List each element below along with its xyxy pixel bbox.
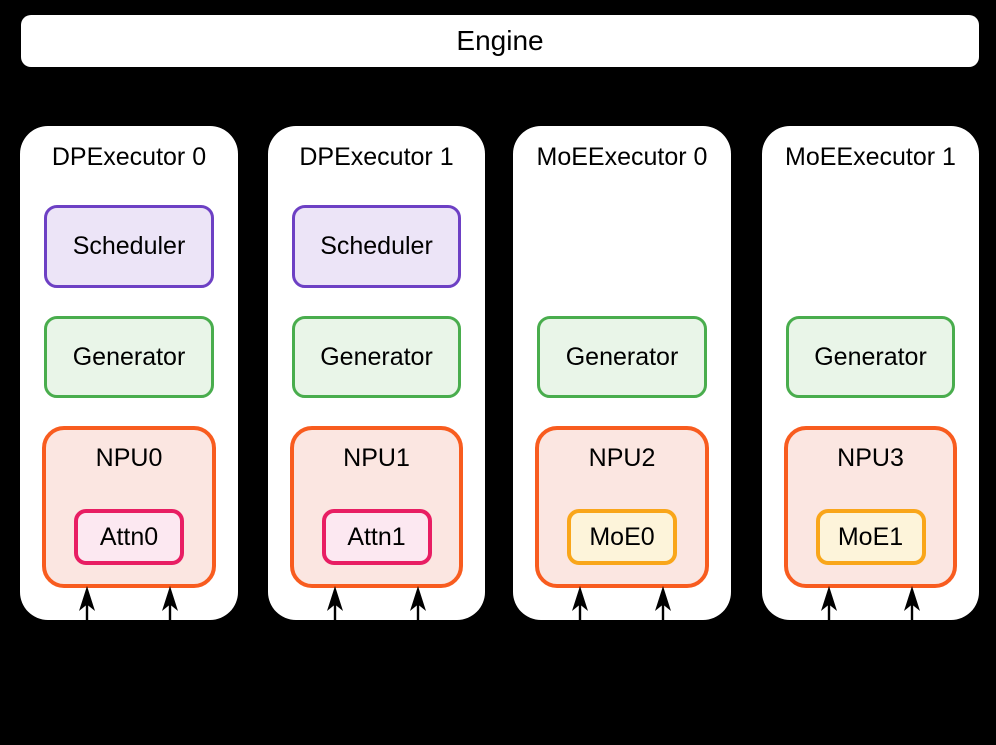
- npu-box: NPU3 MoE1: [784, 426, 957, 588]
- npu-label: NPU3: [837, 444, 904, 472]
- npu-label: NPU1: [343, 444, 410, 472]
- generator-box: Generator: [786, 316, 955, 398]
- scheduler-label: Scheduler: [320, 232, 433, 260]
- attn-box: Attn0: [74, 509, 184, 565]
- executor-panel-moe0: MoEExecutor 0 Generator NPU2 MoE0: [513, 126, 731, 621]
- scheduler-box: Scheduler: [44, 205, 214, 288]
- up-arrow-icon: [162, 586, 178, 621]
- moe-box: MoE0: [567, 509, 677, 565]
- generator-box: Generator: [537, 316, 707, 398]
- generator-box: Generator: [44, 316, 214, 398]
- attn-label: Attn1: [347, 522, 406, 551]
- up-arrow-icon: [655, 586, 671, 621]
- generator-box: Generator: [292, 316, 461, 398]
- executor-panel-dp0: DPExecutor 0 Scheduler Generator NPU0 At…: [20, 126, 238, 621]
- executor-panel-moe1: MoEExecutor 1 Generator NPU3 MoE1: [762, 126, 979, 621]
- attn-box: Attn1: [321, 509, 432, 565]
- executor-title: DPExecutor 0: [51, 143, 207, 171]
- executor-title: MoEExecutor 0: [536, 143, 708, 171]
- up-arrow-icon: [572, 586, 588, 621]
- up-arrow-icon: [327, 586, 343, 621]
- scheduler-box: Scheduler: [292, 205, 461, 288]
- moe-label: MoE0: [589, 522, 655, 551]
- generator-label: Generator: [72, 342, 186, 371]
- npu-box: NPU0 Attn0: [42, 426, 216, 588]
- attn-label: Attn0: [99, 522, 159, 551]
- moe-box: MoE1: [815, 509, 926, 565]
- engine-label: Engine: [456, 25, 544, 56]
- up-arrow-icon: [821, 586, 837, 621]
- executor-panel-dp1: DPExecutor 1 Scheduler Generator NPU1 At…: [268, 126, 485, 621]
- npu-box: NPU2 MoE0: [535, 426, 709, 588]
- engine-box: Engine: [21, 15, 979, 67]
- npu-label: NPU0: [95, 444, 163, 472]
- up-arrow-icon: [410, 586, 426, 621]
- up-arrow-icon: [904, 586, 920, 621]
- scheduler-label: Scheduler: [72, 232, 186, 260]
- npu-label: NPU2: [588, 444, 656, 472]
- moe-label: MoE1: [837, 522, 904, 551]
- executor-title: DPExecutor 1: [299, 143, 454, 171]
- up-arrow-icon: [79, 586, 95, 621]
- npu-box: NPU1 Attn1: [290, 426, 463, 588]
- generator-label: Generator: [565, 342, 679, 371]
- generator-label: Generator: [320, 342, 433, 371]
- generator-label: Generator: [814, 342, 927, 371]
- executor-title: MoEExecutor 1: [785, 143, 956, 171]
